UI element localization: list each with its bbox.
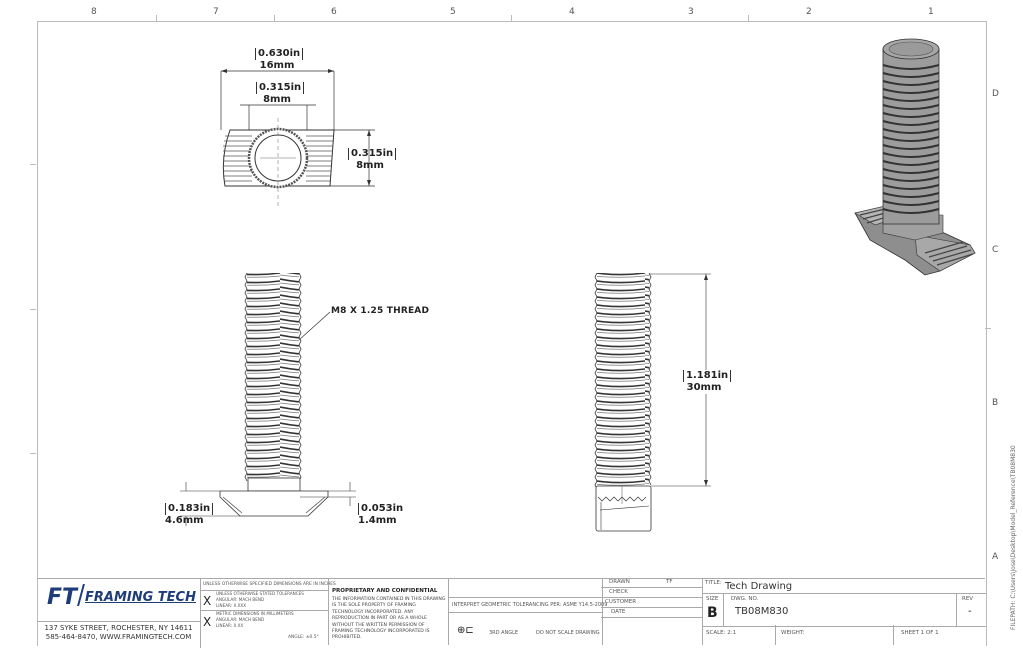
drawing-title: Tech Drawing: [725, 581, 793, 592]
zone-a: A: [992, 552, 999, 562]
sheet-label: SHEET 1 OF 1: [901, 630, 939, 636]
dim-thread-width: 0.315in 8mm: [256, 82, 305, 106]
dim-thread-length: 1.181in 30mm: [683, 370, 732, 394]
approval-row: DATE: [601, 608, 702, 618]
dwg-row: SIZE B DWG. NO. TB08M830 REV -: [703, 593, 986, 627]
weight-label: WEIGHT:: [781, 630, 805, 636]
scale-label: SCALE: 2:1: [706, 630, 737, 636]
tolerance-row-metric: X METRIC DIMENSIONS IN MILLIMETERS ANGUL…: [200, 610, 328, 633]
checkbox-mark: X: [203, 594, 212, 608]
proprietary-body: THE INFORMATION CONTAINED IN THIS DRAWIN…: [332, 597, 446, 641]
approval-row: DRAWN TF: [601, 578, 702, 588]
zone-1: 1: [928, 7, 934, 17]
tolerance-footer: ANGLE: ±0.5°: [288, 634, 319, 640]
divider: [956, 594, 957, 626]
proprietary-title: PROPRIETARY AND CONFIDENTIAL: [332, 588, 438, 594]
thread-callout: M8 X 1.25 THREAD: [331, 306, 430, 316]
front-view-drawing: [180, 272, 356, 526]
revision: -: [968, 606, 972, 617]
tolerance-row-imperial: X UNLESS OTHERWISE STATED TOLERANCES ANG…: [200, 590, 328, 611]
side-view-drawing: [594, 272, 711, 532]
checkbox-mark: X: [203, 615, 212, 629]
drawing-border: [37, 21, 987, 646]
isometric-view: [854, 38, 976, 276]
zone-d: D: [992, 89, 999, 99]
zone-8: 8: [91, 7, 97, 17]
projection-symbol-icon: ⊕⊏: [457, 625, 474, 636]
sheet-size: B: [707, 605, 718, 621]
logo-mark: FT: [47, 585, 78, 610]
approval-row: CHECK: [601, 588, 702, 598]
zone-tick: [30, 453, 36, 454]
zone-c: C: [992, 245, 999, 255]
projection-label: 3RD ANGLE: [489, 630, 519, 636]
zone-tick: [156, 15, 157, 21]
company-address: 137 SYKE STREET, ROCHESTER, NY 14611 585…: [37, 621, 201, 648]
divider: [723, 594, 724, 626]
filepath-text: FILEPATH: C:\Users\Jose\Desktop\Model_Re…: [1010, 445, 1017, 630]
zone-4: 4: [569, 7, 575, 17]
zone-tick: [30, 164, 36, 165]
dim-flange-height: 0.053in 1.4mm: [358, 503, 404, 526]
zone-6: 6: [331, 7, 337, 17]
zone-2: 2: [806, 7, 812, 17]
zone-tick: [985, 328, 991, 329]
address-line1: 137 SYKE STREET, ROCHESTER, NY 14611: [44, 624, 193, 632]
zone-b: B: [992, 398, 999, 408]
dim-head-height: 0.183in 4.6mm: [165, 503, 214, 527]
company-name: FRAMING TECH: [85, 590, 196, 605]
gdt-note-row: INTERPRET GEOMETRIC TOLERANCING PER: ASM…: [449, 597, 607, 613]
drawing-number: TB08M830: [735, 606, 789, 617]
zone-tick: [274, 15, 275, 21]
tolerance-block: UNLESS OTHERWISE SPECIFIED DIMENSIONS AR…: [200, 578, 336, 645]
drawing-info-block: TITLE: Tech Drawing SIZE B DWG. NO. TB08…: [702, 578, 986, 645]
approvals-block: DRAWN TF CHECK CUSTOMER DATE: [601, 578, 702, 645]
zone-7: 7: [213, 7, 219, 17]
title-block: [37, 578, 985, 646]
divider: [775, 625, 776, 645]
divider: [893, 625, 894, 645]
zone-tick: [748, 15, 749, 21]
zone-tick: [511, 15, 512, 21]
address-line2: 585-464-8470, WWW.FRAMINGTECH.COM: [45, 633, 192, 641]
dim-depth: 0.315in 8mm: [348, 148, 397, 172]
title-label: TITLE:: [705, 580, 722, 586]
tolerance-header: UNLESS OTHERWISE SPECIFIED DIMENSIONS AR…: [203, 581, 336, 587]
dim-overall-width: 0.630in 16mm: [255, 48, 304, 72]
zone-tick: [30, 309, 36, 310]
company-logo: FT FRAMING TECH: [37, 578, 201, 622]
scale-note: DO NOT SCALE DRAWING: [536, 630, 600, 636]
proprietary-notice: PROPRIETARY AND CONFIDENTIAL THE INFORMA…: [332, 588, 446, 642]
zone-5: 5: [450, 7, 456, 17]
notes-block: INTERPRET GEOMETRIC TOLERANCING PER: ASM…: [448, 578, 607, 645]
zone-3: 3: [688, 7, 694, 17]
top-view-drawing: [220, 69, 375, 206]
logo-divider: [77, 584, 85, 606]
approval-row: CUSTOMER: [601, 598, 702, 608]
